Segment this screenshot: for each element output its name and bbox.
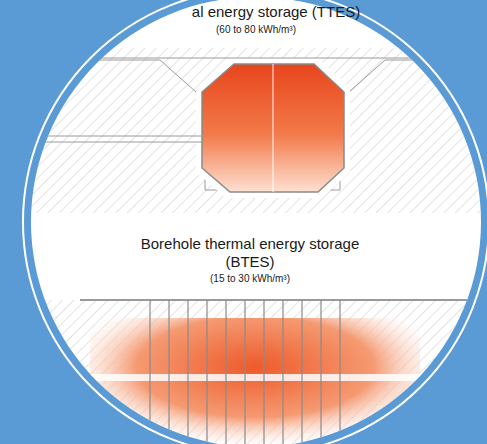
surface-line xyxy=(80,299,480,301)
pit xyxy=(196,58,350,198)
borehole xyxy=(225,300,226,444)
borehole xyxy=(187,300,188,444)
ground-hatch xyxy=(20,48,487,213)
borehole xyxy=(320,300,321,444)
borehole xyxy=(149,300,150,444)
borehole xyxy=(339,300,340,444)
borehole xyxy=(301,300,302,444)
borehole xyxy=(282,300,283,444)
label: (60 to 80 kWh/m³) xyxy=(216,24,296,35)
ttes-tank xyxy=(202,64,344,192)
borehole xyxy=(263,300,264,444)
borehole xyxy=(206,300,207,444)
borehole xyxy=(244,300,245,444)
boreholes xyxy=(150,300,340,444)
section-heading: Borehole thermal energy storage xyxy=(141,236,359,253)
section-heading: al energy storage (TTES) xyxy=(192,4,360,21)
label: (BTES) xyxy=(225,254,274,271)
borehole xyxy=(168,300,169,444)
label: (15 to 30 kWh/m³) xyxy=(210,273,290,284)
